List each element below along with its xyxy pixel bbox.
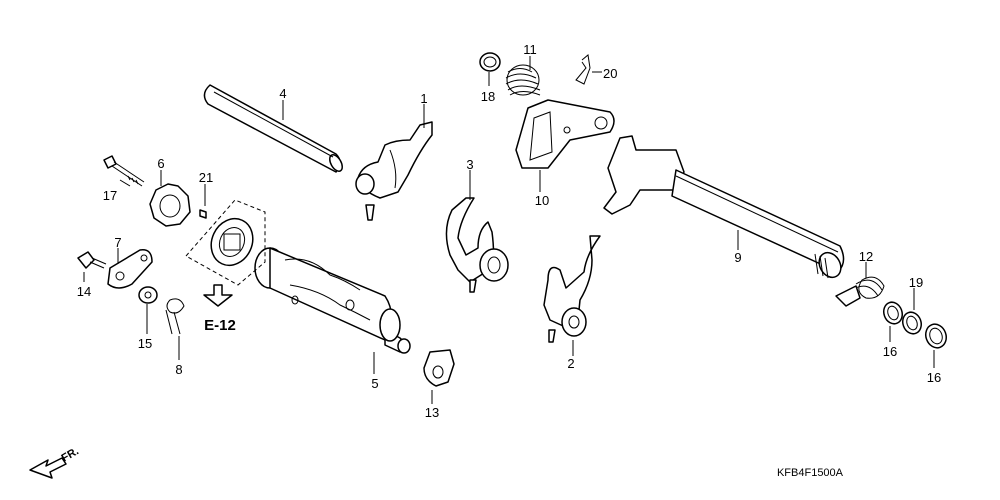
label-part-16-left: 16 (883, 344, 897, 359)
label-part-17: 17 (103, 188, 117, 203)
leader-lines (83, 56, 935, 404)
label-part-13: 13 (425, 405, 439, 420)
reference-arrow (203, 284, 233, 307)
label-part-16-right: 16 (927, 370, 941, 385)
stopper-arm-7-part (107, 249, 153, 289)
label-part-9: 9 (734, 250, 741, 265)
label-part-21: 21 (199, 170, 213, 185)
label-part-15: 15 (138, 336, 152, 351)
spring-11-part (505, 64, 541, 96)
label-part-18: 18 (481, 89, 495, 104)
label-part-14: 14 (77, 284, 91, 299)
collar-19-part (901, 311, 923, 335)
washer-18-part (479, 52, 501, 72)
shift-fork-2-part (543, 235, 601, 343)
bearing-part (185, 199, 266, 286)
label-part-5: 5 (371, 376, 378, 391)
diagram-code: KFB4F1500A (777, 467, 844, 479)
reference-label: E-12 (204, 317, 236, 334)
label-part-2: 2 (567, 356, 574, 371)
label-part-20: 20 (603, 66, 617, 81)
plate-13-part (423, 349, 455, 387)
washer-16b-part (924, 323, 948, 349)
shift-fork-3-part (445, 197, 509, 293)
label-part-6: 6 (157, 156, 164, 171)
bolt-17-part (103, 155, 145, 187)
bolt-14-part (77, 251, 107, 269)
label-part-19: 19 (909, 275, 923, 290)
clip-20-part (575, 54, 591, 85)
shift-fork-1-part (355, 121, 433, 221)
shift-fork-shaft-part (203, 84, 343, 173)
shift-drum-5-part (254, 247, 411, 354)
gearshift-spindle-9-part (603, 135, 845, 279)
label-part-4: 4 (279, 86, 286, 101)
label-part-12: 12 (859, 249, 873, 264)
label-part-7: 7 (114, 235, 121, 250)
washer-15-part (138, 286, 158, 304)
drum-center-6-part (149, 183, 191, 227)
label-part-11: 11 (523, 42, 537, 57)
front-direction-label: FR. (60, 445, 81, 464)
label-part-10: 10 (535, 193, 549, 208)
spring-8-part (165, 298, 185, 335)
washer-16-part (882, 301, 904, 325)
front-direction-arrow (29, 457, 67, 479)
label-part-3: 3 (466, 157, 473, 172)
pin-21-part (199, 209, 207, 219)
label-part-8: 8 (175, 362, 182, 377)
label-part-1: 1 (420, 91, 427, 106)
stopper-plate-10-part (515, 99, 615, 169)
return-spring-12-part (835, 276, 885, 307)
